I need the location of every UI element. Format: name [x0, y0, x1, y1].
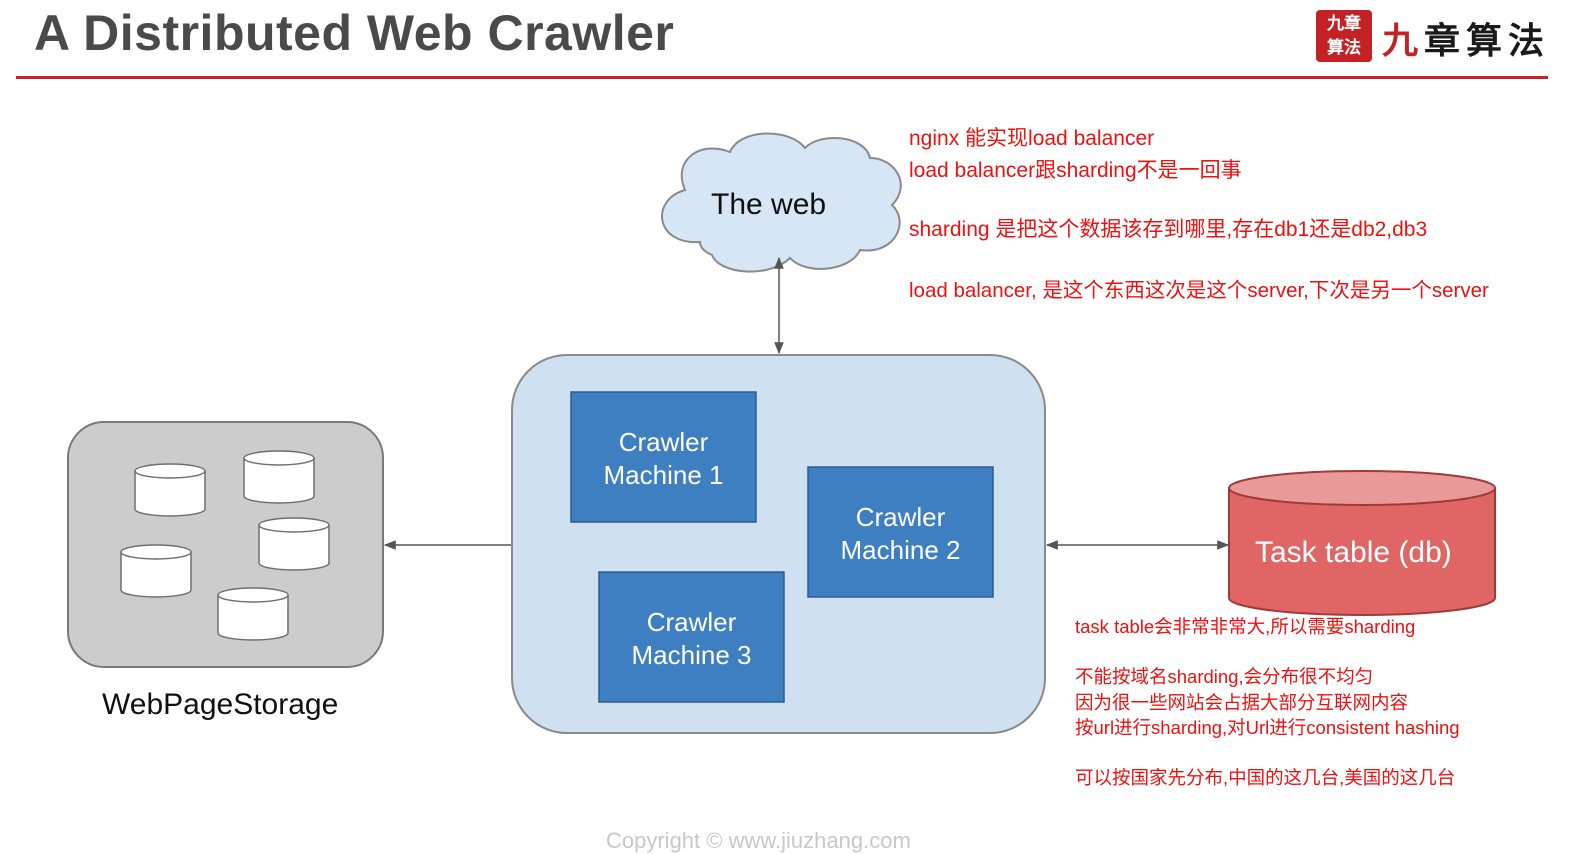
note-bottom-4: 按url进行sharding,对Url进行consistent hashing — [1075, 717, 1460, 738]
storage-label: WebPageStorage — [102, 688, 339, 721]
crawler-machine-1-line2: Machine 1 — [603, 460, 724, 490]
crawler-machine-1 — [570, 391, 757, 523]
crawler-machine-3-label: Crawler Machine 3 — [599, 606, 784, 672]
slide-title: A Distributed Web Crawler — [34, 5, 675, 61]
crawler-machine-2 — [807, 466, 994, 598]
title-divider — [16, 76, 1548, 79]
crawler-machine-2-line2: Machine 2 — [840, 535, 961, 565]
copyright-footer: Copyright © www.jiuzhang.com — [606, 828, 911, 853]
logo-seal: 九章 算法 — [1316, 10, 1372, 62]
note-top-3: sharding 是把这个数据该存到哪里,存在db1还是db2,db3 — [909, 218, 1428, 241]
storage-db-icon — [243, 450, 315, 504]
note-top-4: load balancer, 是这个东西这次是这个server,下次是另一个se… — [909, 279, 1489, 302]
storage-db-icons — [120, 450, 330, 641]
storage-db-icon — [120, 544, 192, 598]
crawler-machine-2-label: Crawler Machine 2 — [808, 501, 993, 567]
crawler-machine-1-line1: Crawler — [618, 427, 709, 457]
jiuzhang-logo: 九章 算法 九章算法 — [1316, 6, 1556, 64]
crawler-machine-3-line2: Machine 3 — [631, 640, 752, 670]
crawler-machine-3 — [598, 571, 785, 703]
web-label: The web — [711, 188, 827, 221]
logo-seal-line1: 九章 — [1327, 14, 1361, 34]
task-table-db — [1228, 470, 1496, 616]
note-bottom-3: 因为很一些网站会占据大部分互联网内容 — [1075, 692, 1409, 713]
note-top-2: load balancer跟sharding不是一回事 — [909, 159, 1242, 182]
note-bottom-1: task table会非常非常大,所以需要sharding — [1075, 616, 1416, 637]
crawler-machine-1-label: Crawler Machine 1 — [571, 426, 756, 492]
note-bottom-2: 不能按域名sharding,会分布很不均匀 — [1075, 666, 1374, 687]
storage-db-icon — [134, 463, 206, 517]
web-cloud — [661, 132, 902, 273]
task-table-label: Task table (db) — [1255, 536, 1452, 569]
logo-wordmark-rest: 章算法 — [1424, 20, 1551, 62]
storage-db-icon — [217, 587, 289, 641]
storage-db-icon — [258, 517, 330, 571]
logo-wordmark: 九章算法 — [1382, 12, 1550, 64]
note-bottom-5: 可以按国家先分布,中国的这几台,美国的这几台 — [1075, 767, 1456, 788]
crawler-machine-2-line1: Crawler — [855, 502, 946, 532]
crawler-machine-3-line1: Crawler — [646, 607, 737, 637]
logo-wordmark-first: 九 — [1382, 20, 1425, 62]
logo-seal-line2: 算法 — [1327, 38, 1361, 58]
note-top-1: nginx 能实现load balancer — [909, 127, 1155, 150]
